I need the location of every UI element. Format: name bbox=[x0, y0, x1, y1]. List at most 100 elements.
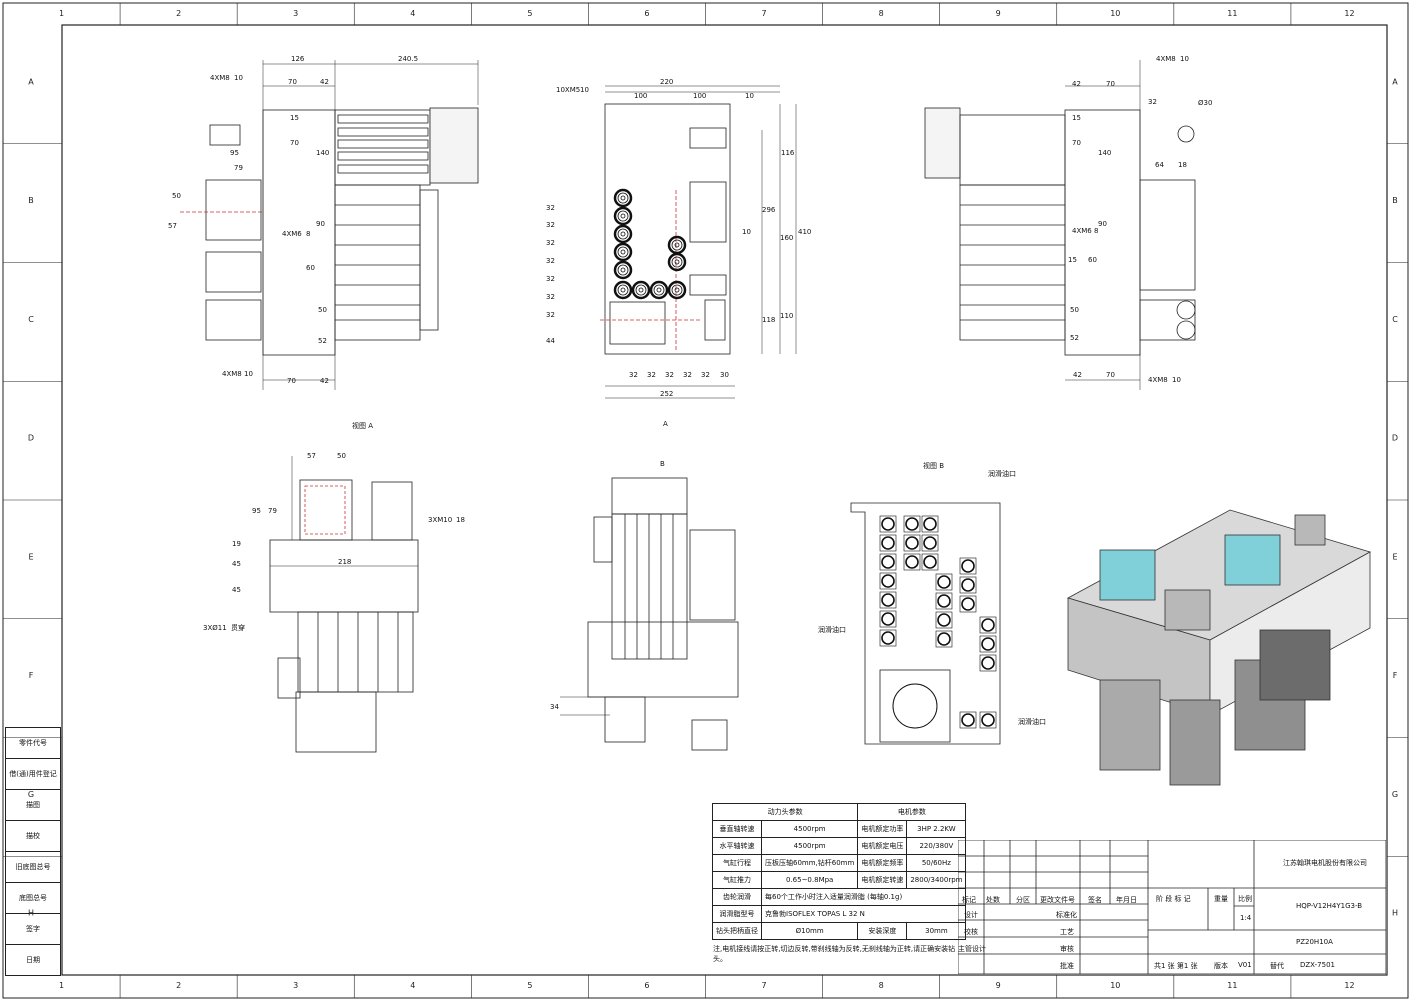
dim: 126 bbox=[291, 55, 305, 63]
param-label: 电机额定电压 bbox=[857, 837, 908, 855]
dim: 90 bbox=[316, 220, 325, 228]
zone-column-label: 6 bbox=[644, 9, 649, 18]
dim: 34 bbox=[550, 703, 559, 711]
power-head-header: 动力头参数 bbox=[711, 803, 859, 821]
sidebar-cell: 描图 bbox=[5, 789, 61, 821]
dim: 116 bbox=[781, 149, 795, 157]
dim: 100 bbox=[634, 92, 647, 100]
dim: 32 bbox=[1148, 98, 1157, 106]
spindle-circle bbox=[923, 536, 937, 550]
spindle-housing bbox=[879, 610, 897, 628]
version-value: V01 bbox=[1238, 961, 1252, 969]
spindle-circle bbox=[881, 593, 895, 607]
oil-port-label: 润滑油口 bbox=[1018, 717, 1046, 726]
param-label: 水平轴转速 bbox=[712, 837, 762, 855]
zone-column-label: 5 bbox=[527, 981, 532, 990]
spindle-circle bbox=[631, 280, 651, 300]
spindle-housing bbox=[959, 557, 977, 575]
side-view bbox=[560, 477, 739, 751]
zone-column-label: 8 bbox=[879, 981, 884, 990]
spindle-housing bbox=[935, 573, 953, 591]
dim: 160 bbox=[780, 234, 793, 242]
rev-header: 签名 bbox=[1088, 896, 1102, 904]
dim: 32 bbox=[665, 371, 674, 379]
view-b-title: 视图 B bbox=[923, 461, 944, 470]
param-value: 0.65~0.8Mpa bbox=[760, 871, 859, 889]
dim: 140 bbox=[316, 149, 329, 157]
spindle-circle bbox=[937, 613, 951, 627]
spindle-housing bbox=[879, 591, 897, 609]
spindle-circle bbox=[620, 249, 626, 255]
param-value: 30mm bbox=[906, 922, 967, 940]
sheet-count: 共1 张 第1 张 bbox=[1154, 962, 1198, 970]
dim: 10XM5 bbox=[556, 86, 580, 94]
dim: 32 bbox=[546, 311, 555, 319]
spindle-housing bbox=[959, 576, 977, 594]
zone-row-label: H bbox=[1392, 909, 1398, 918]
dim: 15 bbox=[1068, 256, 1077, 264]
front-view-dims: 220 10XM5 10 100 100 10 116 296 410 10 1… bbox=[546, 78, 811, 428]
param-label: 电机额定频率 bbox=[857, 854, 908, 872]
param-value: 4500rpm bbox=[760, 837, 859, 855]
dim: 8 bbox=[306, 230, 310, 238]
spindle-housing bbox=[903, 534, 921, 552]
spindle-circle bbox=[617, 192, 629, 204]
rev-header: 更改文件号 bbox=[1040, 896, 1075, 904]
sidebar-cell: 旧底图总号 bbox=[5, 851, 61, 883]
dim: 44 bbox=[546, 337, 555, 345]
dim: 95 bbox=[230, 149, 239, 157]
dim: 10 bbox=[1180, 55, 1189, 63]
dim: 218 bbox=[338, 558, 351, 566]
spindle-circle bbox=[981, 618, 995, 632]
dim: 240.5 bbox=[398, 55, 418, 63]
dim: 410 bbox=[798, 228, 811, 236]
spindle-circle bbox=[649, 280, 669, 300]
right-view-dims: 4XM8 10 42 70 Ø30 32 15 70 140 64 18 4XM… bbox=[1068, 55, 1212, 384]
dim: 52 bbox=[318, 337, 327, 345]
dim: 4XM6 bbox=[282, 230, 302, 238]
weight-label: 重量 bbox=[1214, 895, 1228, 903]
spindle-housing bbox=[979, 635, 997, 653]
spindle-circle bbox=[674, 242, 680, 248]
spindle-housing bbox=[979, 654, 997, 672]
spindle-circle bbox=[981, 713, 995, 727]
dim: 140 bbox=[1098, 149, 1111, 157]
spindle-circle bbox=[620, 267, 626, 273]
spindle-housing bbox=[921, 515, 939, 533]
param-value: 每60个工作小时注入适量润滑脂 (每轴0.1g) bbox=[760, 888, 967, 906]
isometric-view bbox=[1066, 509, 1372, 786]
stage-label: 阶 段 标 记 bbox=[1156, 895, 1191, 903]
dim: 10 bbox=[742, 228, 751, 236]
front-view-spindles bbox=[613, 188, 687, 300]
zone-column-label: 6 bbox=[644, 981, 649, 990]
dim: 贯穿 bbox=[231, 623, 245, 632]
spindle-housing bbox=[935, 630, 953, 648]
dim: 4XM6 bbox=[1072, 227, 1092, 235]
spindle-housing bbox=[903, 553, 921, 571]
dim: 18 bbox=[456, 516, 465, 524]
zone-row-label: C bbox=[28, 315, 34, 324]
dim: 15 bbox=[1072, 114, 1081, 122]
dim: 3XØ11 bbox=[203, 624, 227, 632]
param-label: 垂直轴转速 bbox=[712, 820, 762, 838]
spindle-circle bbox=[937, 575, 951, 589]
dim: 57 bbox=[168, 222, 177, 230]
spindle-housing bbox=[879, 515, 897, 533]
view-b-labels: 润滑油口 润滑油口 润滑油口 bbox=[818, 469, 1046, 726]
spindle-circle bbox=[674, 287, 680, 293]
dim: 64 bbox=[1155, 161, 1164, 169]
spindle-circle bbox=[961, 559, 975, 573]
view-b-marker: B bbox=[660, 460, 665, 468]
spindle-housing bbox=[979, 711, 997, 729]
spindle-circle bbox=[667, 235, 687, 255]
right-view bbox=[924, 60, 1196, 390]
dim: 42 bbox=[1073, 371, 1082, 379]
param-value: Ø10mm bbox=[760, 922, 859, 940]
zone-row-label: F bbox=[1393, 671, 1398, 680]
scale-label: 比例 bbox=[1238, 895, 1252, 903]
dim: 32 bbox=[647, 371, 656, 379]
spindle-circle bbox=[620, 213, 626, 219]
sidebar-register: 零件代号 借(通)用件登记 描图 描校 旧底图总号 底图总号 签字 日期 bbox=[5, 727, 61, 976]
role-label: 设计 bbox=[964, 911, 978, 919]
